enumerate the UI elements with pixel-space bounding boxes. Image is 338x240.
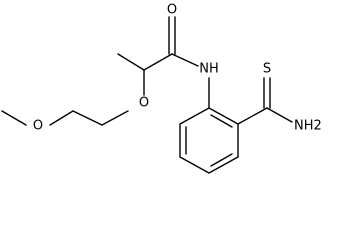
bond-alpha-c-to-carbonyl-c — [143, 53, 173, 71]
bond-ether-o2-to-ch2a — [49, 110, 74, 126]
bond-thioamide-c-to-nh2 — [266, 107, 293, 123]
benzene-double-2 — [210, 153, 233, 167]
bond-ch2b-to-ether-o1 — [101, 110, 129, 126]
bond-methyl-to-ether-o2 — [1, 110, 27, 126]
bond-ch2a-to-ch2b — [72, 110, 103, 126]
thioamide-sulfur-label: S — [263, 62, 271, 77]
molecule-diagram: O NH O O S NH2 — [1, 3, 322, 174]
amide-nitrogen-label: NH — [199, 62, 219, 77]
benzene-double-1 — [210, 114, 233, 128]
ether-oxygen-1-label: O — [139, 96, 149, 111]
bond-alpha-c-to-methyl — [117, 53, 145, 71]
carbonyl-oxygen-label: O — [167, 3, 177, 18]
bond-carbonyl-c-to-nh — [171, 53, 199, 67]
ether-oxygen-2-label: O — [33, 119, 43, 134]
chemical-structure-canvas: O NH O O S NH2 — [1, 2, 322, 174]
thioamide-nh2-label: NH2 — [294, 119, 322, 134]
bond-ring-to-thioamide-c — [237, 107, 268, 125]
benzene-ring-outline — [179, 107, 239, 174]
